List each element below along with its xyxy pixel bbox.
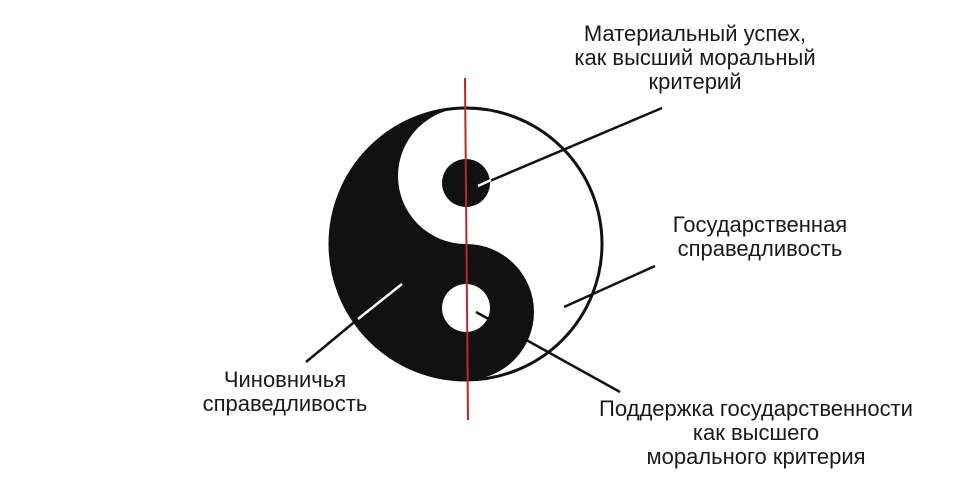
leader-line-state-justice <box>563 264 656 309</box>
vertical-axis-line <box>464 77 469 421</box>
label-line: морального критерия <box>646 444 866 469</box>
label-line: справедливость <box>202 391 368 416</box>
leader-line-bureaucratic-justice <box>305 318 359 363</box>
label-line: Государственная <box>672 212 848 237</box>
label-line: как высший моральный <box>574 45 816 70</box>
leader-line-bureaucratic-justice-inner <box>357 283 403 320</box>
leader-tip-material-success <box>477 178 492 188</box>
label-line: справедливость <box>677 236 843 261</box>
label-line: Материальный успех, <box>583 21 807 46</box>
label-state-support: Поддержка государственности как высшего … <box>556 397 956 469</box>
label-line: критерий <box>648 69 742 94</box>
label-bureaucratic-justice: Чиновничья справедливость <box>175 368 395 416</box>
label-state-justice: Государственная справедливость <box>640 213 880 261</box>
label-line: Поддержка государственности <box>599 396 913 421</box>
leader-line-material-success <box>477 106 663 188</box>
label-material-success: Материальный успех, как высший моральный… <box>530 22 860 94</box>
label-line: Чиновничья <box>223 367 347 392</box>
yin-yang-lower-dot <box>442 284 490 332</box>
label-line: как высшего <box>692 420 820 445</box>
leader-line-state-support <box>475 310 621 394</box>
